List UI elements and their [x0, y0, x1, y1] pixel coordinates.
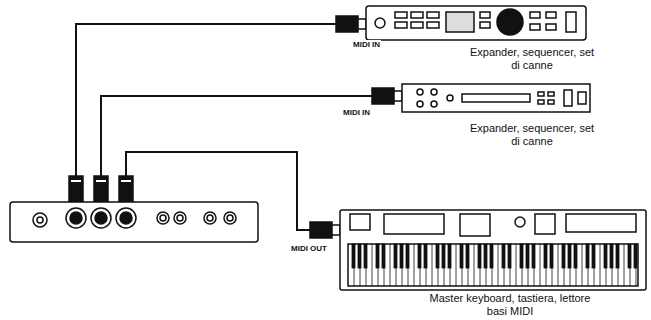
- midi-cable: [101, 96, 372, 176]
- port-label: MIDI OUT: [290, 244, 328, 253]
- keyboard-keys: [352, 244, 637, 286]
- caption-text: Master keyboard, tastiera, lettore basi …: [425, 292, 595, 318]
- port-label: MIDI IN: [342, 108, 371, 117]
- rear-panel: [10, 202, 258, 242]
- plug: [69, 176, 133, 202]
- master-keyboard: [340, 210, 646, 290]
- caption-text: Expander, sequencer, set di canne: [467, 46, 597, 72]
- device-caption: Master keyboard, tastiera, lettore basi …: [425, 292, 595, 318]
- device-caption: Expander, sequencer, set di canne: [467, 122, 597, 148]
- rack-unit: [402, 84, 590, 112]
- device-caption: Expander, sequencer, set di canne: [467, 46, 597, 72]
- caption-text: Expander, sequencer, set di canne: [467, 122, 597, 148]
- expander-unit: [366, 6, 586, 40]
- port-label: MIDI IN: [352, 40, 381, 49]
